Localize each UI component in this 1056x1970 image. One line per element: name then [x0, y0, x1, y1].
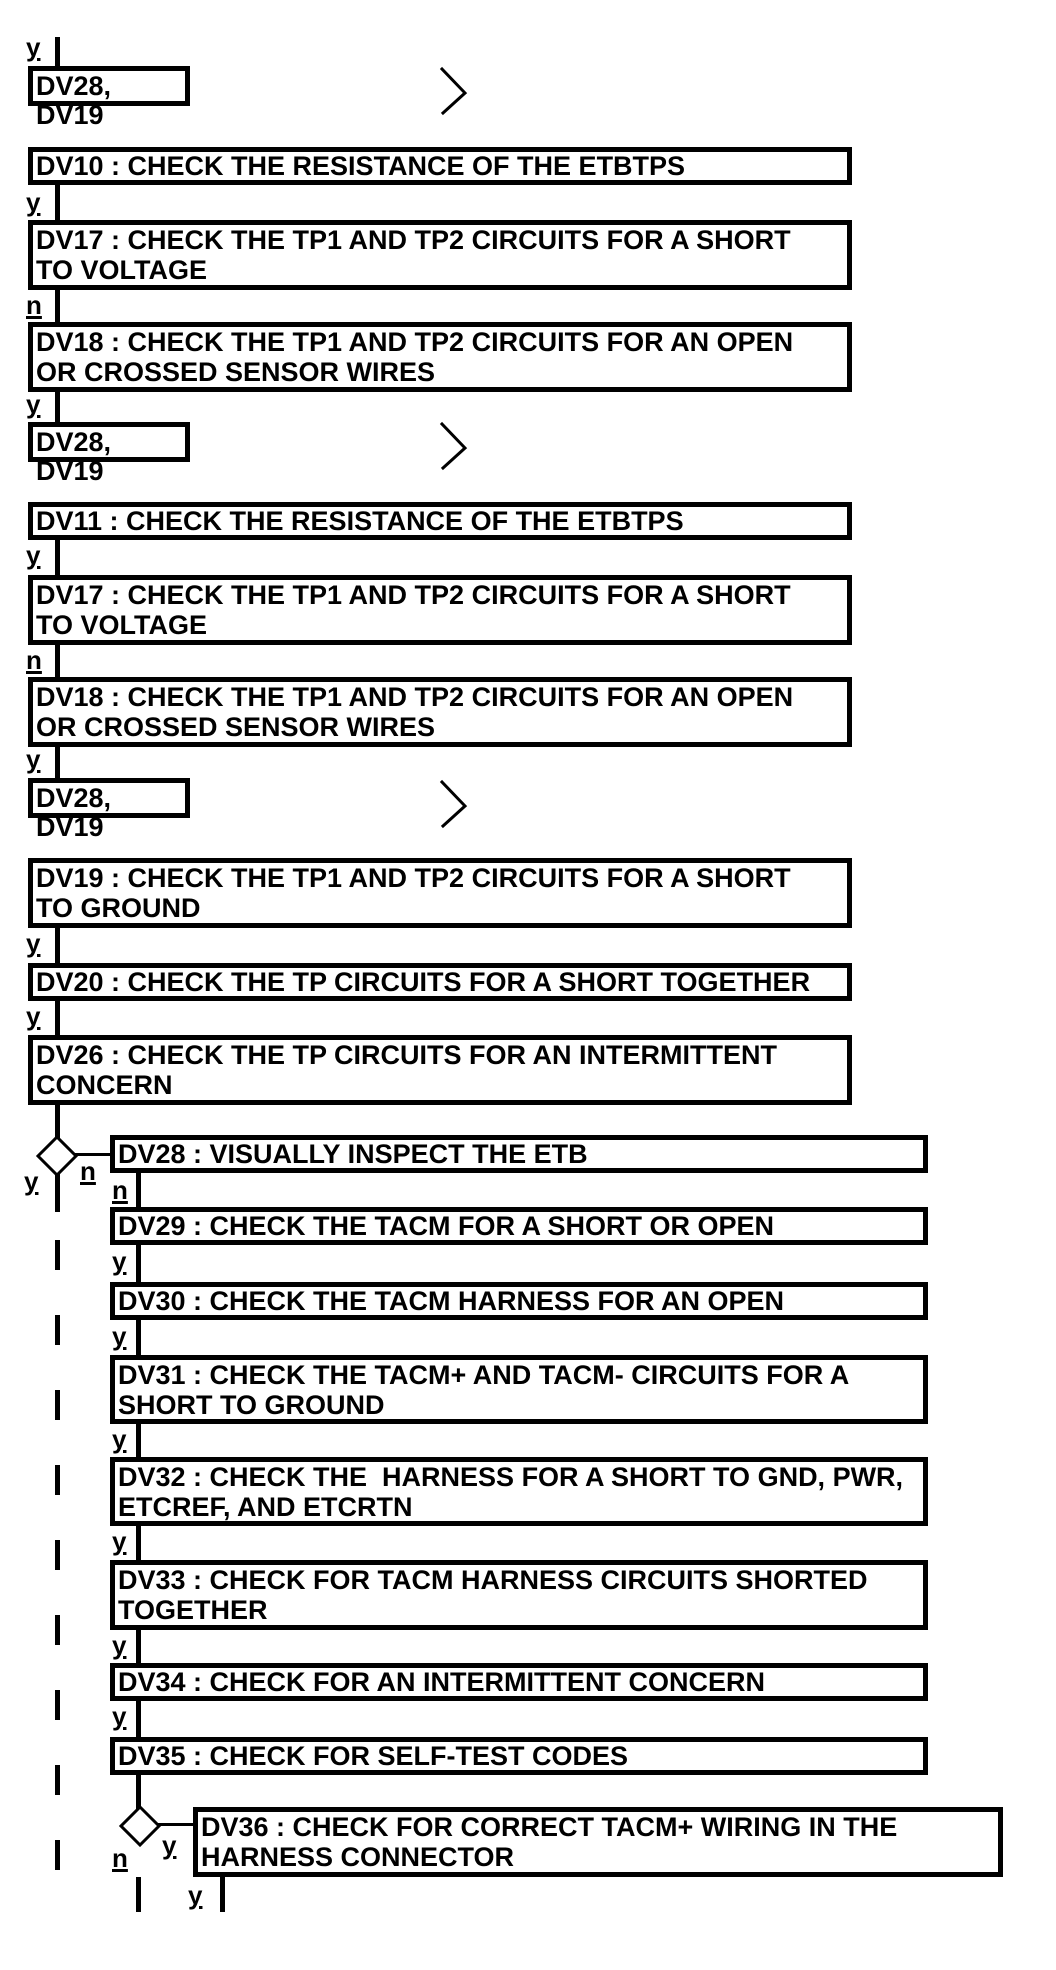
node-ref-dv28-dv19[interactable]: DV28, DV19 — [28, 422, 190, 486]
connector-line — [157, 1823, 195, 1826]
connector-line — [55, 540, 60, 578]
node-dv31[interactable]: DV31 : CHECK THE TACM+ AND TACM- CIRCUIT… — [110, 1355, 928, 1424]
decision-diamond — [35, 1134, 79, 1178]
connector-line — [136, 1630, 141, 1666]
connector-line — [55, 1172, 60, 1212]
branch-label-yes[interactable]: y — [26, 1001, 41, 1031]
node-dv33[interactable]: DV33 : CHECK FOR TACM HARNESS CIRCUITS S… — [110, 1560, 928, 1630]
connector-line — [55, 392, 60, 425]
connector-line — [136, 1877, 141, 1912]
branch-label-yes[interactable]: y — [26, 540, 41, 570]
continuation-chevron-icon[interactable] — [428, 62, 472, 118]
branch-label-yes[interactable]: y — [26, 744, 41, 774]
dashed-connector-line — [55, 1240, 60, 1908]
node-dv28[interactable]: DV28 : VISUALLY INSPECT THE ETB — [110, 1135, 928, 1173]
connector-line — [55, 747, 60, 781]
branch-label-yes[interactable]: y — [112, 1321, 127, 1351]
connector-line — [136, 1173, 141, 1210]
node-dv20[interactable]: DV20 : CHECK THE TP CIRCUITS FOR A SHORT… — [28, 963, 852, 1001]
branch-label-no[interactable]: n — [80, 1156, 96, 1186]
connector-line — [55, 290, 60, 325]
node-dv17[interactable]: DV17 : CHECK THE TP1 AND TP2 CIRCUITS FO… — [28, 220, 852, 290]
branch-label-yes[interactable]: y — [112, 1424, 127, 1454]
continuation-chevron-icon[interactable] — [428, 775, 472, 831]
branch-label-yes[interactable]: y — [112, 1701, 127, 1731]
node-dv19[interactable]: DV19 : CHECK THE TP1 AND TP2 CIRCUITS FO… — [28, 858, 852, 928]
connector-line — [55, 1105, 60, 1141]
node-dv30[interactable]: DV30 : CHECK THE TACM HARNESS FOR AN OPE… — [110, 1282, 928, 1320]
branch-label-yes[interactable]: y — [162, 1830, 177, 1860]
node-ref-dv28-dv19[interactable]: DV28, DV19 — [28, 66, 190, 130]
node-dv35[interactable]: DV35 : CHECK FOR SELF-TEST CODES — [110, 1737, 928, 1775]
connector-line — [136, 1526, 141, 1563]
node-dv34[interactable]: DV34 : CHECK FOR AN INTERMITTENT CONCERN — [110, 1663, 928, 1701]
node-dv18[interactable]: DV18 : CHECK THE TP1 AND TP2 CIRCUITS FO… — [28, 677, 852, 747]
branch-label-yes[interactable]: y — [26, 32, 41, 62]
connector-line — [55, 37, 60, 68]
connector-line — [220, 1877, 225, 1912]
node-dv36[interactable]: DV36 : CHECK FOR CORRECT TACM+ WIRING IN… — [193, 1807, 1003, 1877]
branch-label-yes[interactable]: y — [112, 1246, 127, 1276]
branch-label-no[interactable]: n — [112, 1175, 128, 1205]
branch-label-yes[interactable]: y — [112, 1526, 127, 1556]
node-dv10[interactable]: DV10 : CHECK THE RESISTANCE OF THE ETBTP… — [28, 147, 852, 185]
connector-line — [55, 185, 60, 223]
connector-line — [55, 1001, 60, 1038]
node-dv29[interactable]: DV29 : CHECK THE TACM FOR A SHORT OR OPE… — [110, 1207, 928, 1245]
continuation-chevron-icon[interactable] — [428, 417, 472, 473]
node-dv17[interactable]: DV17 : CHECK THE TP1 AND TP2 CIRCUITS FO… — [28, 575, 852, 645]
connector-line — [55, 645, 60, 680]
connector-line — [136, 1245, 141, 1285]
decision-diamond — [118, 1804, 162, 1848]
node-dv11[interactable]: DV11 : CHECK THE RESISTANCE OF THE ETBTP… — [28, 502, 852, 540]
branch-label-yes[interactable]: y — [24, 1166, 39, 1196]
connector-line — [136, 1775, 141, 1810]
node-dv32[interactable]: DV32 : CHECK THE HARNESS FOR A SHORT TO … — [110, 1457, 928, 1526]
connector-line — [74, 1153, 112, 1156]
connector-line — [136, 1320, 141, 1358]
branch-label-no[interactable]: n — [112, 1843, 128, 1873]
branch-label-yes[interactable]: y — [112, 1630, 127, 1660]
connector-line — [136, 1701, 141, 1740]
branch-label-yes[interactable]: y — [26, 928, 41, 958]
node-dv26[interactable]: DV26 : CHECK THE TP CIRCUITS FOR AN INTE… — [28, 1035, 852, 1105]
branch-label-no[interactable]: n — [26, 290, 42, 320]
connector-line — [136, 1424, 141, 1460]
branch-label-yes[interactable]: y — [26, 389, 41, 419]
branch-label-no[interactable]: n — [26, 645, 42, 675]
node-ref-dv28-dv19[interactable]: DV28, DV19 — [28, 778, 190, 842]
branch-label-yes[interactable]: y — [26, 187, 41, 217]
branch-label-yes[interactable]: y — [188, 1880, 203, 1910]
connector-line — [55, 928, 60, 966]
node-dv18[interactable]: DV18 : CHECK THE TP1 AND TP2 CIRCUITS FO… — [28, 322, 852, 392]
